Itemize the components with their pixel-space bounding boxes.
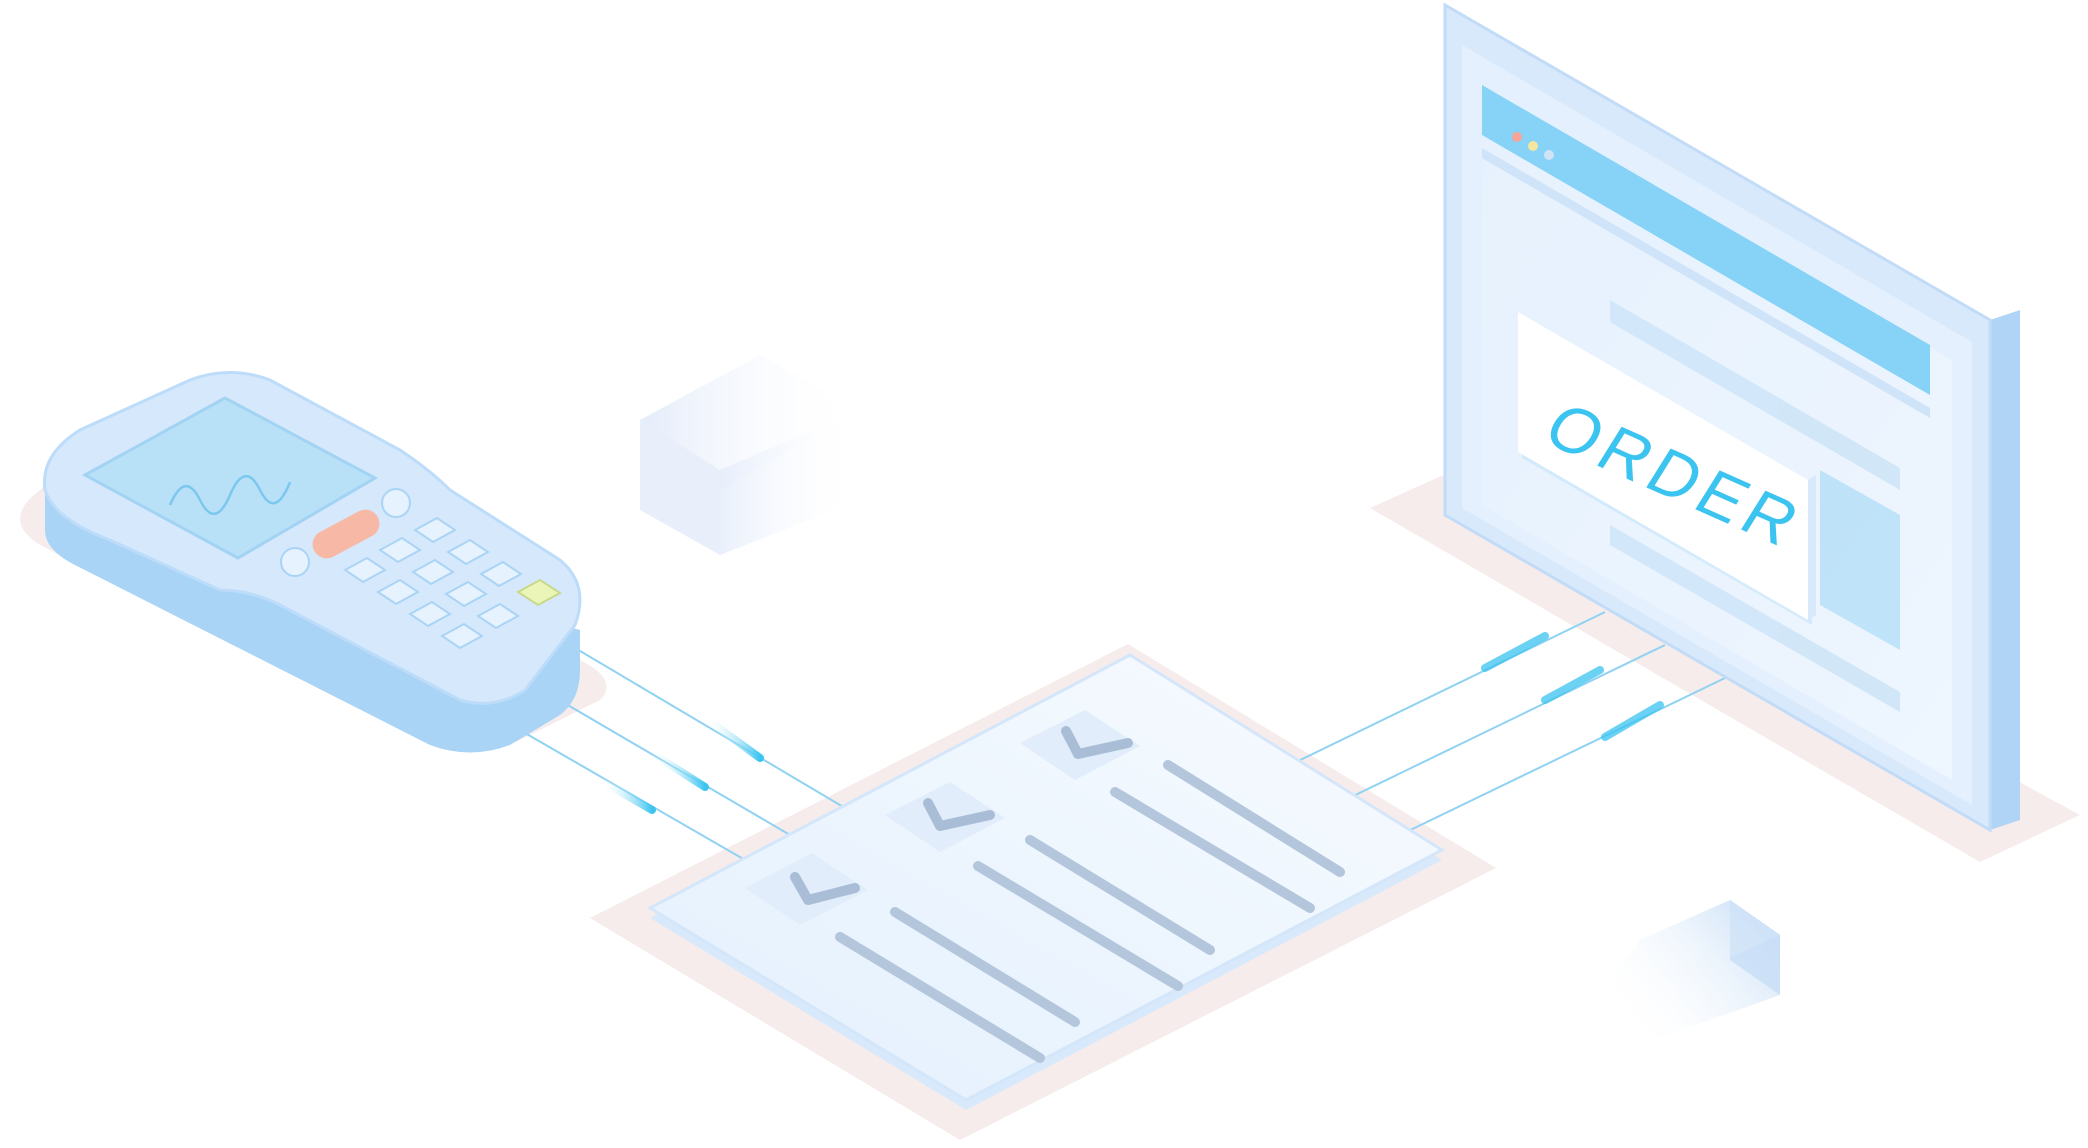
window-dot-maximize: [1544, 150, 1554, 160]
scanner-keypad: [343, 516, 523, 650]
checklist-row: [1020, 710, 1345, 913]
scanner-scan-button: [312, 509, 380, 559]
cube-icon: [640, 355, 860, 555]
waveform-icon: [168, 475, 292, 515]
window-dot-minimize: [1528, 141, 1538, 151]
checklist-document-icon: [646, 653, 1446, 1110]
checklist-row: [745, 853, 1080, 1063]
handheld-scanner-icon: [42, 371, 582, 753]
order-monitor-icon: ORDER: [1443, 2, 2020, 833]
scanner-function-button: [381, 488, 411, 518]
scanner-function-button: [280, 547, 310, 577]
check-mark-icon: [923, 798, 995, 831]
data-pulses: [596, 632, 1664, 814]
check-mark-icon: [1061, 726, 1133, 759]
scanner-enter-key: [516, 578, 562, 607]
window-dot-close: [1512, 132, 1522, 142]
cube-icon: [1590, 900, 1780, 1045]
screen-content-rows: [1610, 300, 1900, 712]
check-mark-icon: [790, 872, 860, 905]
checklist-row: [885, 782, 1215, 991]
